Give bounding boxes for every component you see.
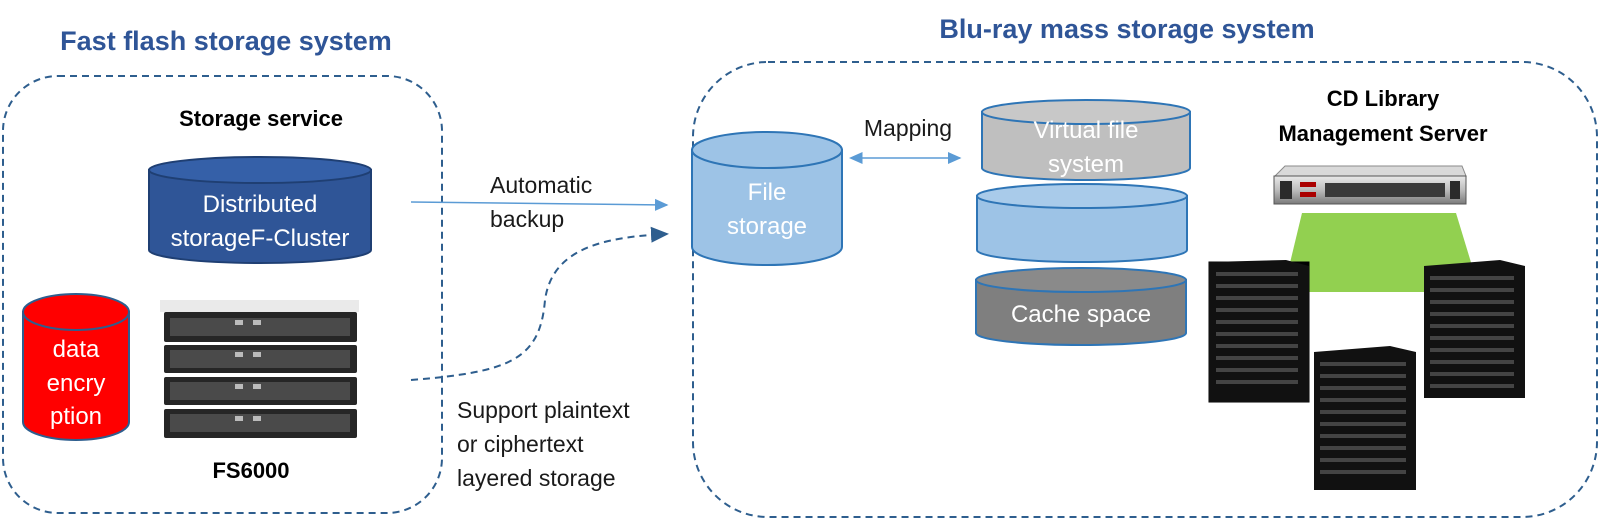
file-storage-cylinder: File storage [691, 131, 843, 266]
support-text-line2: or ciphertext [457, 431, 584, 457]
encryption-line2: encry [47, 370, 106, 397]
automatic-backup-line2: backup [490, 206, 564, 232]
support-text-line3: layered storage [457, 465, 616, 491]
file-storage-line2: storage [727, 213, 807, 240]
right-system-title: Blu-ray mass storage system [939, 14, 1314, 44]
layered-storage-dashed-arrow [410, 226, 669, 381]
virtual-fs-line2: system [1048, 151, 1124, 178]
file-storage-line1: File [748, 179, 787, 206]
data-encryption-cylinder: data encry ption [22, 293, 130, 441]
optical-storage-cylinder [976, 183, 1188, 263]
storage-service-label: Storage service [179, 106, 343, 131]
cd-library-title-line1: CD Library [1327, 86, 1440, 111]
left-system-box [2, 75, 443, 514]
rack-unit [160, 300, 359, 342]
rack-unit [164, 409, 357, 438]
support-text-line1: Support plaintext [457, 397, 630, 423]
cache-space-cylinder: Cache space [975, 267, 1187, 346]
distributed-storage-cylinder: Distributed storageF-Cluster [148, 156, 372, 264]
tower-server-left [1208, 260, 1310, 403]
virtual-file-system-cylinder: Virtual file system [981, 99, 1191, 181]
cd-library-title-line2: Management Server [1278, 121, 1488, 146]
tower-server-center [1314, 346, 1416, 490]
rack-unit [164, 345, 357, 373]
distributed-storage-line1: Distributed [203, 191, 318, 218]
right-system-box [692, 61, 1598, 518]
left-system-title: Fast flash storage system [60, 26, 392, 56]
encryption-line3: ption [50, 403, 102, 430]
virtual-fs-line1: Virtual file [1034, 117, 1139, 144]
management-server-icon [1273, 165, 1467, 205]
rack-unit [164, 377, 357, 405]
encryption-line1: data [53, 336, 100, 363]
automatic-backup-arrow [410, 198, 669, 211]
fs6000-label: FS6000 [212, 458, 289, 483]
cache-space-label: Cache space [1011, 301, 1151, 328]
tower-server-right [1424, 260, 1525, 398]
mapping-label: Mapping [864, 115, 952, 141]
distributed-storage-line2: storageF-Cluster [171, 225, 350, 252]
automatic-backup-line1: Automatic [490, 172, 592, 198]
fs6000-server-stack [160, 300, 359, 438]
